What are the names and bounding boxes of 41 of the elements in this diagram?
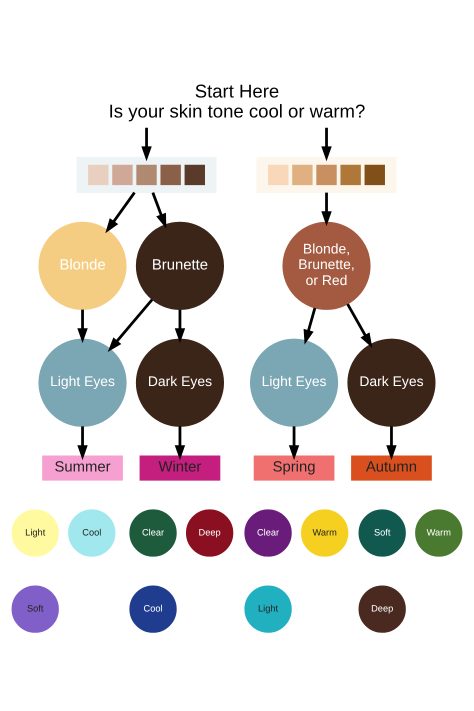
arrow [105, 192, 136, 234]
node-circle: Light Eyes [250, 338, 338, 427]
node-circle: Light [244, 585, 292, 633]
node-circle: Clear [244, 509, 292, 557]
arrow [321, 192, 332, 226]
arrow [77, 310, 88, 344]
node-circle: Dark Eyes [136, 338, 224, 427]
arrow [77, 426, 88, 460]
node-circle: Light Eyes [38, 338, 127, 427]
node-box: Winter [140, 456, 220, 481]
arrow [174, 310, 186, 344]
arrow [304, 308, 316, 345]
arrow [386, 426, 397, 460]
node-circle: Deep [358, 585, 406, 633]
node-circle: Cool [68, 509, 116, 557]
node-circle: Brunette [136, 222, 224, 310]
arrow [141, 128, 152, 162]
arrow [346, 303, 372, 348]
node-circle: Soft [358, 509, 406, 557]
node-circle: Clear [129, 509, 177, 557]
node-circle: Soft [12, 585, 59, 633]
node-box [76, 156, 217, 194]
node-circle: Blonde, Brunette, or Red [282, 222, 371, 310]
node-circle: Dark Eyes [347, 338, 436, 427]
arrow [174, 426, 186, 460]
caption: Is your skin tone cool or warm? [108, 100, 366, 122]
node-circle: Warm [301, 509, 348, 557]
node-box: Summer [42, 456, 123, 481]
arrow [321, 128, 332, 162]
node-circle: Blonde [38, 222, 127, 310]
diagram-title: Start Here [194, 80, 280, 102]
node-box: Spring [254, 456, 334, 481]
arrow [152, 192, 166, 229]
node-circle: Warm [415, 509, 462, 557]
arrow [108, 298, 154, 352]
node-circle: Deep [186, 509, 234, 557]
node-box [256, 156, 397, 194]
arrow [288, 426, 300, 460]
node-circle: Cool [129, 585, 177, 633]
node-circle: Light [12, 509, 59, 557]
node-box: Autumn [351, 456, 432, 481]
